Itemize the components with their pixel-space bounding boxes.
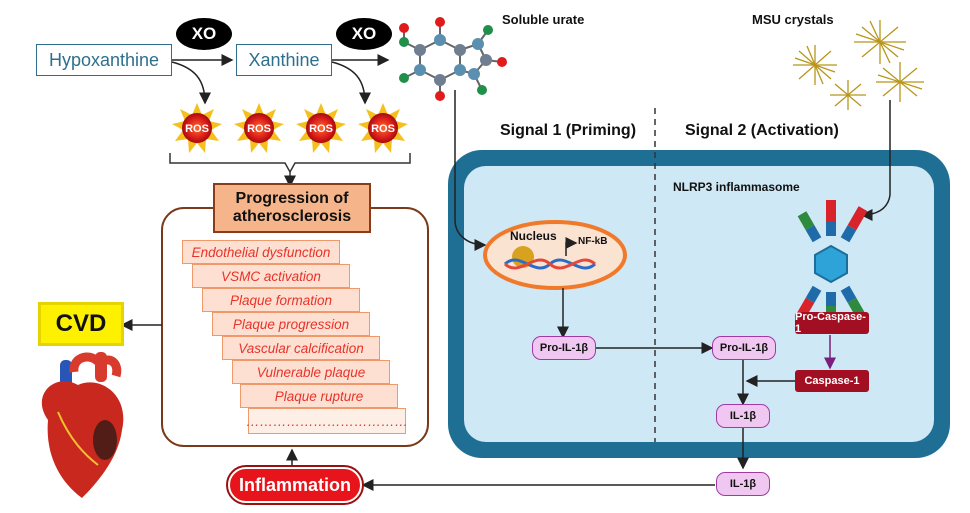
- ros-text: ROS: [309, 123, 333, 135]
- msu-crystals-label: MSU crystals: [752, 12, 834, 27]
- caspase-1-box: Caspase-1: [795, 370, 869, 392]
- stage-item: Endothelial dysfunction: [182, 240, 340, 264]
- msu-crystals-icon: [793, 20, 924, 110]
- signal2-label: Signal 2 (Activation): [685, 122, 839, 139]
- arrow-urate-to-nucleus: [454, 90, 487, 251]
- il1b-pill: IL-1β: [716, 472, 770, 496]
- inflammation-pill: Inflammation: [226, 465, 364, 505]
- pro-caspase-1-box: Pro-Caspase-1: [795, 311, 869, 335]
- nlrp3-label: NLRP3 inflammasome: [673, 180, 800, 194]
- arrow-nfkb: [565, 237, 578, 256]
- nucleus: [483, 220, 627, 290]
- ros-text: ROS: [185, 123, 209, 135]
- xo-enzyme-badge: XO: [336, 18, 392, 50]
- il1b-pill: IL-1β: [716, 404, 770, 428]
- ros-starburst-icon: ROS: [234, 103, 284, 153]
- pro-il1b-pill: Pro-IL-1β: [712, 336, 776, 360]
- progression-title-line1: Progression of: [235, 189, 349, 207]
- stage-item: VSMC activation: [192, 264, 350, 288]
- dna-strand-2: [503, 258, 597, 270]
- nlrp3-inflammasome-icon: [794, 200, 868, 322]
- nucleus-label: Nucleus: [510, 229, 557, 243]
- stage-item: Plaque progression: [212, 312, 370, 336]
- ros-starburst-icon: ROS: [296, 103, 346, 153]
- urate-atoms: [399, 17, 507, 101]
- signal1-label: Signal 1 (Priming): [500, 122, 637, 139]
- ros-burst-3: ROS: [296, 103, 346, 158]
- hypoxanthine-box: Hypoxanthine: [36, 44, 172, 76]
- arrow-ros-2: [331, 61, 371, 105]
- arrow-ros-1: [171, 61, 211, 105]
- cvd-box: CVD: [38, 302, 124, 346]
- xo-enzyme-badge: XO: [176, 18, 232, 50]
- stage-item: ………………………………: [246, 408, 408, 434]
- arrow-msu-to-nlrp3: [860, 100, 891, 221]
- stage-item: Plaque formation: [202, 288, 360, 312]
- heart-icon: [41, 352, 124, 498]
- stage-item: Plaque rupture: [240, 384, 398, 408]
- progression-title-line2: atherosclerosis: [232, 208, 352, 225]
- ros-starburst-icon: ROS: [358, 103, 408, 153]
- ros-burst-2: ROS: [234, 103, 284, 158]
- xanthine-box: Xanthine: [236, 44, 332, 76]
- ros-starburst-icon: ROS: [172, 103, 222, 153]
- ros-burst-4: ROS: [358, 103, 408, 158]
- stage-item: Vascular calcification: [222, 336, 380, 360]
- progression-title: Progression of atherosclerosis: [213, 183, 371, 233]
- ros-text: ROS: [247, 123, 271, 135]
- stage-item: Vulnerable plaque: [232, 360, 390, 384]
- ros-text: ROS: [371, 123, 395, 135]
- pro-il1b-pill: Pro-IL-1β: [532, 336, 596, 360]
- nfkb-label: NF-kB: [578, 236, 608, 247]
- ros-burst-1: ROS: [172, 103, 222, 158]
- soluble-urate-label: Soluble urate: [502, 12, 585, 27]
- cell-cytoplasm: [464, 166, 934, 442]
